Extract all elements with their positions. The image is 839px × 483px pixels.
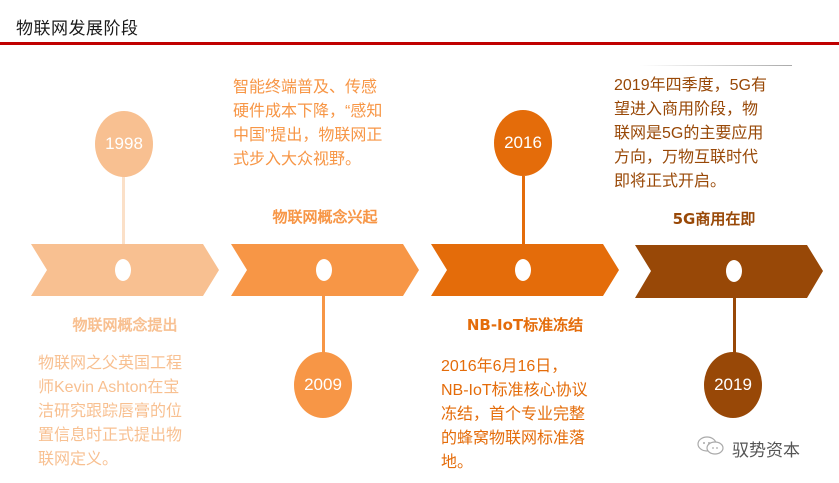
description-line: 方向，万物互联时代 bbox=[614, 149, 759, 166]
connector-line bbox=[322, 296, 325, 354]
description-line: NB-IoT标准核心协议 bbox=[441, 382, 588, 399]
connector-line bbox=[522, 176, 525, 244]
description-line: 地。 bbox=[441, 454, 474, 471]
description-line: 置信息时正式提出物 bbox=[38, 427, 183, 444]
stage-heading: 5G商用在即 bbox=[672, 210, 756, 228]
stage-description: 2016年6月16日， NB-IoT标准核心协议 冻结，首个专业完整 的蜂窝物联… bbox=[441, 355, 588, 475]
connector-line bbox=[122, 176, 125, 244]
description-line: 物联网之父英国工程 bbox=[38, 355, 183, 372]
timeline-dot bbox=[115, 259, 131, 281]
timeline-dot bbox=[726, 260, 742, 282]
description-line: 望进入商用阶段，物 bbox=[614, 101, 759, 118]
connector-line bbox=[733, 298, 736, 354]
description-line: 2016年6月16日， bbox=[441, 358, 568, 375]
description-line: 硬件成本下降，“感知 bbox=[233, 103, 383, 120]
stage-description: 2019年四季度，5G有 望进入商用阶段，物 联网是5G的主要应用 方向，万物互… bbox=[614, 74, 767, 194]
year-badge: 1998 bbox=[95, 111, 153, 177]
title-divider bbox=[0, 42, 839, 45]
stage-heading: 物联网概念提出 bbox=[72, 316, 178, 334]
description-line: 联网是5G的主要应用 bbox=[614, 125, 764, 142]
page-title: 物联网发展阶段 bbox=[16, 19, 139, 39]
description-line: 2019年四季度，5G有 bbox=[614, 77, 767, 94]
description-line: 智能终端普及、传感 bbox=[233, 79, 378, 96]
watermark-text: 驭势资本 bbox=[732, 441, 800, 461]
stage-description: 物联网之父英国工程 师Kevin Ashton在宝 洁研究跟踪唇膏的位 置信息时… bbox=[38, 352, 182, 472]
description-line: 的蜂窝物联网标准落 bbox=[441, 430, 586, 447]
faint-divider bbox=[640, 65, 792, 66]
watermark: 驭势资本 bbox=[696, 435, 800, 462]
description-line: 联网定义。 bbox=[38, 451, 119, 468]
description-line: 式步入大众视野。 bbox=[233, 151, 362, 168]
year-badge: 2009 bbox=[294, 352, 352, 418]
stage-heading: NB-IoT标准冻结 bbox=[466, 316, 584, 334]
description-line: 冻结，首个专业完整 bbox=[441, 406, 586, 423]
wechat-icon bbox=[696, 435, 726, 462]
stage-description: 智能终端普及、传感 硬件成本下降，“感知 中国”提出，物联网正 式步入大众视野。 bbox=[233, 76, 382, 172]
description-line: 中国”提出，物联网正 bbox=[233, 127, 383, 144]
description-line: 师Kevin Ashton在宝 bbox=[38, 379, 180, 396]
stage-heading: 物联网概念兴起 bbox=[272, 208, 378, 226]
description-line: 洁研究跟踪唇膏的位 bbox=[38, 403, 183, 420]
timeline-dot bbox=[515, 259, 531, 281]
description-line: 即将正式开启。 bbox=[614, 173, 727, 190]
timeline-dot bbox=[316, 259, 332, 281]
year-badge: 2019 bbox=[704, 352, 762, 418]
year-badge: 2016 bbox=[494, 110, 552, 176]
